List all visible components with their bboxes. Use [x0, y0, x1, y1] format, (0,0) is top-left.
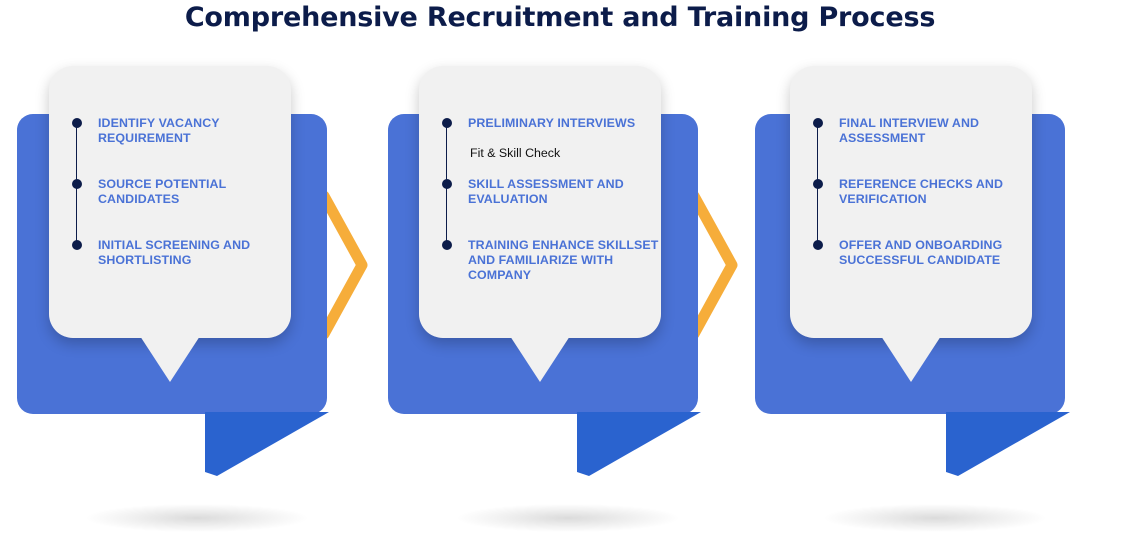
- bullet-dot-icon: [72, 179, 82, 189]
- chevron-right-icon: [688, 190, 738, 340]
- bullet-dot-icon: [72, 118, 82, 128]
- step-sublabel: Fit & Skill Check: [470, 146, 561, 160]
- bubble-pointer: [881, 336, 941, 382]
- step-label: REFERENCE CHECKS AND VERIFICATION: [839, 177, 1004, 206]
- stage-card-2: PRELIMINARY INTERVIEWS Fit & Skill Check…: [388, 66, 720, 532]
- stage-card-1: IDENTIFY VACANCY REQUIREMENT SOURCE POTE…: [17, 66, 349, 532]
- bubble-pointer: [140, 336, 200, 382]
- bubble-pointer: [510, 336, 570, 382]
- step-label: TRAINING ENHANCE SKILLSET AND FAMILIARIZ…: [468, 238, 659, 282]
- page-title: Comprehensive Recruitment and Training P…: [184, 2, 936, 33]
- step-label: SKILL ASSESSMENT AND EVALUATION: [468, 177, 624, 206]
- bullet-dot-icon: [442, 240, 452, 250]
- speech-tail-shape: [205, 412, 329, 476]
- bullet-dot-icon: [442, 118, 452, 128]
- step-label: INITIAL SCREENING AND SHORTLISTING: [98, 238, 251, 267]
- speech-bubble: IDENTIFY VACANCY REQUIREMENT SOURCE POTE…: [49, 66, 291, 338]
- bullet-dot-icon: [813, 118, 823, 128]
- bullet-dot-icon: [813, 179, 823, 189]
- step-label: PRELIMINARY INTERVIEWS: [468, 116, 636, 130]
- speech-bubble: PRELIMINARY INTERVIEWS Fit & Skill Check…: [419, 66, 661, 338]
- step-label: SOURCE POTENTIAL CANDIDATES: [98, 177, 227, 206]
- speech-bubble: FINAL INTERVIEW AND ASSESSMENT REFERENCE…: [790, 66, 1032, 338]
- step-label: OFFER AND ONBOARDING SUCCESSFUL CANDIDAT…: [839, 238, 1003, 267]
- bullet-dot-icon: [442, 179, 452, 189]
- step-label: IDENTIFY VACANCY REQUIREMENT: [98, 116, 220, 145]
- speech-tail-shape: [577, 412, 701, 476]
- bullet-dot-icon: [72, 240, 82, 250]
- speech-tail-shape: [946, 412, 1070, 476]
- card-shadow: [825, 504, 1045, 532]
- chevron-right-icon: [318, 190, 368, 340]
- stage-card-3: FINAL INTERVIEW AND ASSESSMENT REFERENCE…: [755, 66, 1087, 532]
- card-shadow: [87, 504, 307, 532]
- card-shadow: [458, 504, 678, 532]
- bullet-dot-icon: [813, 240, 823, 250]
- step-label: FINAL INTERVIEW AND ASSESSMENT: [839, 116, 980, 145]
